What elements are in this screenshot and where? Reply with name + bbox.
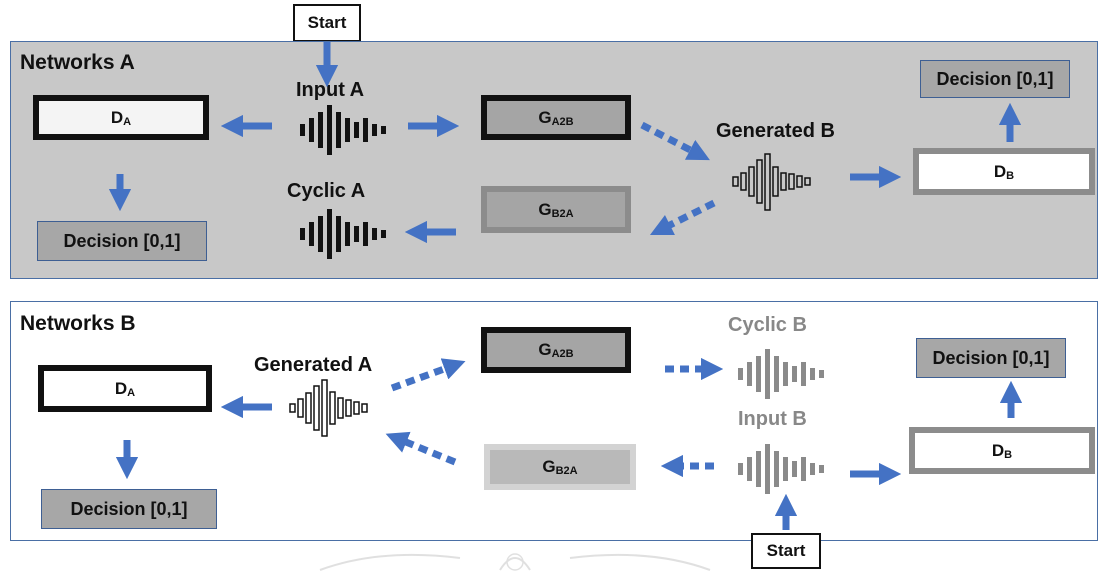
networks-b-title: Networks B	[20, 312, 136, 335]
arrow-gb2a-to-generated-a	[385, 431, 457, 466]
discriminator-a-sub: A	[123, 115, 132, 128]
generated-b-label: Generated B	[716, 120, 835, 142]
discriminator-b-sub: B	[1006, 169, 1015, 182]
decision-b-left: Decision [0,1]	[41, 489, 217, 529]
decision-a-left: Decision [0,1]	[37, 221, 207, 261]
discriminator-b-b-sub: B	[1004, 448, 1013, 461]
discriminator-a-main: D	[110, 107, 124, 127]
discriminator-b-b-main: D	[991, 440, 1005, 460]
generator-a2b-b-main: G	[538, 340, 552, 359]
waveform-input-a	[300, 105, 386, 155]
generator-b2a-main: G	[538, 199, 552, 219]
decision-b-right: Decision [0,1]	[916, 338, 1066, 378]
cyclic-a-label: Cyclic A	[287, 180, 366, 202]
waveform-generated-b	[732, 153, 811, 211]
arrow-generated-b-to-gb2a	[649, 199, 716, 236]
generator-a2b-sub: A2B	[551, 115, 574, 128]
start-box-bottom: Start	[751, 533, 821, 569]
discriminator-a-b-sub: A	[127, 386, 136, 399]
waveform-cyclic-a	[300, 209, 386, 259]
decision-a-right: Decision [0,1]	[920, 60, 1070, 98]
generator-b2a-sub: B2A	[551, 207, 574, 220]
generator-a2b-b-sub: A2B	[551, 348, 574, 360]
input-a-label: Input A	[296, 79, 365, 101]
generator-a2b-main: G	[538, 107, 552, 127]
generated-a-label: Generated A	[254, 354, 373, 376]
discriminator-b-main: D	[993, 161, 1007, 181]
waveform-cyclic-b	[738, 349, 824, 399]
discriminator-a-b-main: D	[114, 378, 128, 398]
generator-b2a-b-sub: B2A	[555, 465, 578, 477]
watermark-emblem	[319, 553, 711, 571]
waveform-generated-a	[289, 379, 368, 437]
input-b-label: Input B	[738, 408, 807, 430]
arrow-generated-a-to-ga2b	[390, 358, 466, 392]
waveform-input-b	[738, 444, 824, 494]
start-box-top: Start	[293, 4, 361, 42]
cyclic-b-label: Cyclic B	[728, 314, 807, 336]
networks-a-title: Networks A	[20, 51, 135, 74]
generator-b2a-b-main: G	[542, 457, 556, 476]
arrow-ga2b-to-generated-b	[640, 121, 710, 161]
